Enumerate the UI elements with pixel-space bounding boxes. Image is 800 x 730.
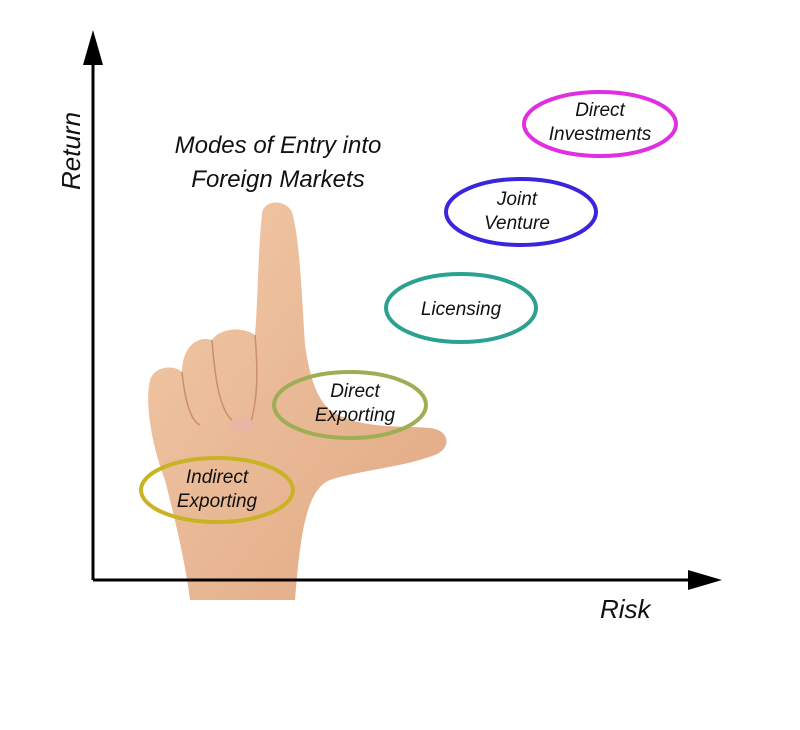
mode-ellipse <box>522 90 678 158</box>
mode-label: Exporting <box>177 491 258 512</box>
mode-direct-exporting: Direct Exporting <box>272 370 428 440</box>
mode-joint-venture: Joint Venture <box>444 177 598 247</box>
mode-ellipse <box>444 177 598 247</box>
mode-label: Direct <box>575 100 625 121</box>
title-line-2: Foreign Markets <box>191 166 364 193</box>
mode-label: Indirect <box>186 467 249 488</box>
mode-ellipse <box>384 272 538 344</box>
axes <box>83 30 722 590</box>
mode-label: Investments <box>549 124 652 145</box>
mode-licensing: Licensing <box>384 272 538 344</box>
x-axis-arrow-icon <box>688 570 722 590</box>
mode-ellipse <box>139 456 295 524</box>
y-axis-arrow-icon <box>83 30 103 65</box>
title-line-1: Modes of Entry into <box>175 132 382 159</box>
hand-image <box>148 202 447 600</box>
mode-label: Venture <box>484 213 550 234</box>
mode-indirect-exporting: Indirect Exporting <box>139 456 295 524</box>
mode-label: Direct <box>330 381 380 402</box>
mode-label: Joint <box>496 189 538 210</box>
mode-label: Exporting <box>315 405 396 426</box>
mode-label: Licensing <box>421 299 502 320</box>
y-axis-label: Return <box>56 112 86 190</box>
mode-direct-investments: Direct Investments <box>522 90 678 158</box>
x-axis-label: Risk <box>600 594 653 624</box>
mode-ellipse <box>272 370 428 440</box>
